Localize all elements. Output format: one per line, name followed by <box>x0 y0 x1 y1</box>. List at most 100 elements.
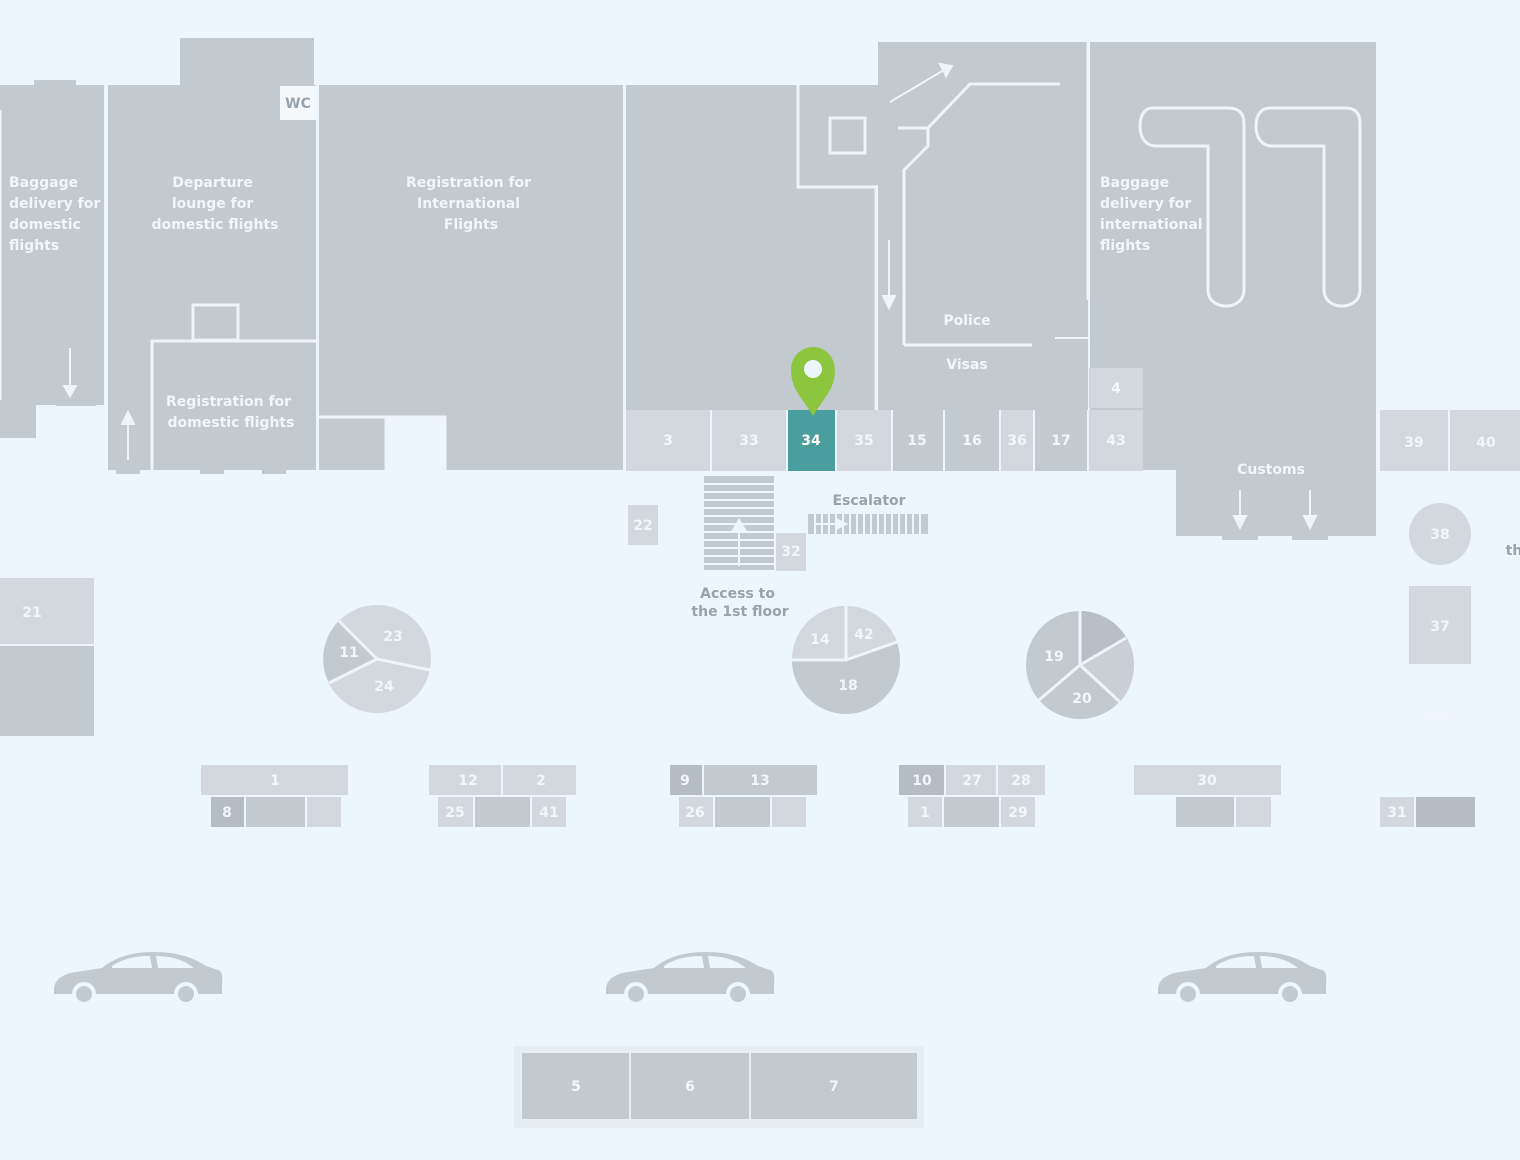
counter-41[interactable] <box>532 797 566 827</box>
car-icon <box>606 952 775 1006</box>
svg-text:26: 26 <box>685 805 704 821</box>
svg-text:21: 21 <box>22 605 41 621</box>
svg-text:23: 23 <box>383 629 402 645</box>
arrow-icon <box>62 348 78 398</box>
pie-kiosk-group-3[interactable]: 19 20 <box>1026 611 1134 719</box>
unit-3[interactable] <box>626 410 710 471</box>
unit-40[interactable] <box>1450 410 1520 471</box>
svg-text:39: 39 <box>1404 435 1423 451</box>
counter-27[interactable] <box>946 765 996 795</box>
counter-9[interactable] <box>670 765 702 795</box>
svg-text:16: 16 <box>962 433 981 449</box>
unit-34-selected[interactable] <box>788 410 835 471</box>
unit-35[interactable] <box>837 410 891 471</box>
svg-text:18: 18 <box>838 678 857 694</box>
svg-text:33: 33 <box>739 433 758 449</box>
escalator-label: Escalator <box>832 493 905 509</box>
baggage-domestic-area[interactable] <box>0 85 104 405</box>
unit-32[interactable] <box>776 533 806 571</box>
registration-international-label: Registration for International Flights <box>406 175 536 233</box>
arrow-icon <box>120 409 136 460</box>
svg-text:22: 22 <box>633 518 652 534</box>
car-icon <box>54 952 223 1006</box>
svg-text:7: 7 <box>829 1079 839 1095</box>
unit-7[interactable] <box>751 1053 917 1119</box>
svg-text:20: 20 <box>1072 691 1092 707</box>
svg-text:35: 35 <box>854 433 873 449</box>
unit-5[interactable] <box>522 1053 629 1119</box>
svg-text:5: 5 <box>571 1079 581 1095</box>
counter-26[interactable] <box>679 797 713 827</box>
svg-text:30: 30 <box>1197 773 1217 789</box>
counter-12[interactable] <box>429 765 501 795</box>
departure-lounge-label: Departure lounge for domestic flights <box>152 175 279 233</box>
counter-10[interactable] <box>899 765 944 795</box>
counter-1[interactable] <box>201 765 348 795</box>
svg-text:25: 25 <box>445 805 464 821</box>
unit-33[interactable] <box>712 410 786 471</box>
unit-6[interactable] <box>631 1053 749 1119</box>
counter-28[interactable] <box>998 765 1045 795</box>
svg-text:1: 1 <box>270 773 280 789</box>
unit-21[interactable] <box>0 578 94 644</box>
counter-13[interactable] <box>704 765 817 795</box>
unit-16[interactable] <box>945 410 999 471</box>
car-icon <box>1158 952 1327 1006</box>
unit-39[interactable] <box>1380 410 1448 471</box>
pie-kiosk-group-2[interactable]: 14 42 18 <box>792 605 900 714</box>
svg-text:40: 40 <box>1476 435 1496 451</box>
registration-domestic-area[interactable] <box>154 343 316 470</box>
counter-31[interactable] <box>1380 797 1414 827</box>
police-label: Police <box>943 313 990 329</box>
counter-8[interactable] <box>211 797 244 827</box>
svg-text:38: 38 <box>1430 527 1449 543</box>
wc-top <box>280 86 316 120</box>
counter-1b[interactable] <box>908 797 942 827</box>
access-first-floor-label: Access to the 1st floor <box>691 586 788 620</box>
wc-right-label: WC <box>1427 711 1453 727</box>
registration-domestic-label: Registration for domestic flights <box>166 394 296 431</box>
unit-38[interactable] <box>1409 503 1471 565</box>
cut-text: th <box>1506 543 1520 559</box>
svg-text:8: 8 <box>222 805 232 821</box>
svg-text:1: 1 <box>920 805 930 821</box>
svg-text:4: 4 <box>1111 381 1121 397</box>
svg-text:3: 3 <box>663 433 673 449</box>
pie-kiosk-group-1[interactable]: 11 23 24 <box>323 605 431 713</box>
svg-text:34: 34 <box>801 433 821 449</box>
svg-text:27: 27 <box>962 773 981 789</box>
registration-international-area[interactable] <box>319 85 623 470</box>
counter-29[interactable] <box>1001 797 1035 827</box>
unit-43[interactable] <box>1089 410 1143 471</box>
unit-37[interactable] <box>1409 586 1471 664</box>
svg-text:14: 14 <box>810 632 830 648</box>
svg-text:17: 17 <box>1051 433 1070 449</box>
svg-text:2: 2 <box>536 773 546 789</box>
arrow-icon <box>1232 490 1318 531</box>
counter-25[interactable] <box>438 797 473 827</box>
wc-top-label: WC <box>285 96 311 112</box>
svg-text:29: 29 <box>1008 805 1027 821</box>
customs-label: Customs <box>1237 462 1305 478</box>
svg-text:9: 9 <box>680 773 690 789</box>
svg-text:10: 10 <box>912 773 932 789</box>
svg-text:41: 41 <box>539 805 558 821</box>
svg-text:6: 6 <box>685 1079 695 1095</box>
svg-text:31: 31 <box>1387 805 1406 821</box>
map-pin-icon[interactable] <box>791 347 835 416</box>
baggage-international-label: Baggage delivery for international fligh… <box>1100 175 1207 254</box>
stairs[interactable] <box>704 476 774 570</box>
escalator[interactable] <box>808 514 928 534</box>
arrow-icon <box>731 518 747 566</box>
unit-36[interactable] <box>1001 410 1033 471</box>
svg-text:32: 32 <box>781 544 800 560</box>
unit-15[interactable] <box>893 410 943 471</box>
unit-17[interactable] <box>1035 410 1087 471</box>
svg-text:11: 11 <box>339 645 358 661</box>
unit-22[interactable] <box>628 505 658 545</box>
unit-4[interactable] <box>1089 368 1143 408</box>
counter-2[interactable] <box>503 765 576 795</box>
svg-text:13: 13 <box>750 773 769 789</box>
counter-30[interactable] <box>1134 765 1281 795</box>
